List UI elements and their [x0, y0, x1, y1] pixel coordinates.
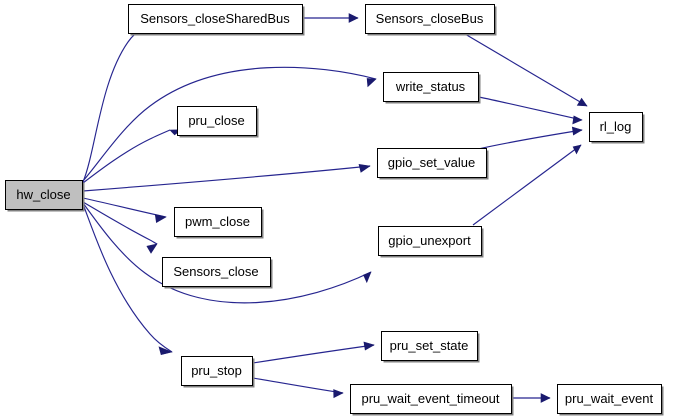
arrowhead-icon	[154, 214, 167, 223]
graph-node-pru_set_state[interactable]: pru_set_state	[381, 331, 480, 363]
node-label: write_status	[395, 79, 466, 94]
graph-node-pru_stop[interactable]: pru_stop	[181, 356, 255, 388]
call-edge-hw_close-to-pru_close	[82, 129, 183, 184]
node-box[interactable]	[128, 4, 303, 34]
node-label: pru_wait_event_timeout	[361, 391, 499, 406]
arrowhead-icon	[540, 393, 551, 403]
node-box[interactable]	[5, 180, 83, 210]
arrowhead-icon	[572, 144, 582, 155]
call-edge-hw_close-to-pru_stop	[82, 203, 173, 356]
node-box[interactable]	[377, 148, 487, 178]
arrowhead-icon	[363, 271, 372, 284]
call-edge-pru_stop-to-pru_set_state	[252, 341, 375, 364]
node-box[interactable]	[177, 106, 257, 136]
graph-node-gpio_set_value[interactable]: gpio_set_value	[377, 148, 489, 180]
call-edge-hw_close-to-Sensors_close	[82, 201, 158, 254]
graph-node-Sensors_closeBus[interactable]: Sensors_closeBus	[365, 4, 497, 36]
graph-node-Sensors_closeSharedBus[interactable]: Sensors_closeSharedBus	[128, 4, 305, 36]
node-label: pru_set_state	[390, 338, 469, 353]
graph-node-pru_wait_event[interactable]: pru_wait_event	[557, 384, 664, 416]
arrowhead-icon	[146, 243, 158, 254]
edge-line	[82, 201, 158, 245]
arrowhead-icon	[333, 389, 344, 399]
graph-node-hw_close[interactable]: hw_close	[5, 180, 85, 212]
call-edge-hw_close-to-gpio_set_value	[82, 164, 371, 192]
graph-node-pwm_close[interactable]: pwm_close	[174, 207, 264, 239]
node-box[interactable]	[557, 384, 662, 414]
node-box[interactable]	[350, 384, 512, 414]
call-edge-gpio_unexport-to-rl_log	[472, 144, 582, 226]
node-box[interactable]	[174, 207, 262, 237]
arrowhead-icon	[358, 164, 371, 173]
graph-node-Sensors_close[interactable]: Sensors_close	[162, 257, 273, 289]
graph-node-gpio_unexport[interactable]: gpio_unexport	[378, 226, 484, 258]
node-label: pru_wait_event	[565, 391, 654, 406]
edge-line	[464, 33, 588, 107]
edge-line	[252, 344, 375, 364]
edge-line	[82, 165, 371, 192]
node-box[interactable]	[589, 112, 643, 142]
node-box[interactable]	[381, 331, 478, 361]
graph-node-rl_log[interactable]: rl_log	[589, 112, 645, 144]
node-label: Sensors_closeSharedBus	[140, 11, 290, 26]
edges-layer	[82, 13, 588, 403]
node-box[interactable]	[378, 226, 482, 256]
call-edge-pru_stop-to-pru_wait_event_timeout	[252, 377, 344, 399]
call-edge-hw_close-to-write_status	[82, 66, 377, 182]
arrowhead-icon	[348, 13, 359, 23]
node-label: Sensors_closeBus	[376, 11, 484, 26]
edge-line	[472, 144, 582, 226]
edge-line	[82, 203, 173, 353]
node-label: gpio_set_value	[388, 155, 475, 170]
call-edge-pru_wait_event_timeout-to-pru_wait_event	[512, 393, 551, 403]
edge-line	[82, 129, 171, 184]
call-edge-gpio_set_value-to-rl_log	[477, 126, 583, 150]
edge-line	[252, 377, 344, 394]
node-label: pru_stop	[191, 363, 242, 378]
node-box[interactable]	[383, 72, 479, 102]
node-box[interactable]	[365, 4, 495, 34]
graph-node-write_status[interactable]: write_status	[383, 72, 481, 104]
node-box[interactable]	[181, 356, 253, 386]
edge-line	[82, 26, 146, 183]
edge-line	[477, 129, 583, 150]
arrowhead-icon	[363, 341, 375, 351]
arrowhead-icon	[571, 126, 583, 136]
node-box[interactable]	[162, 257, 271, 287]
call-edge-hw_close-to-Sensors_closeSharedBus	[82, 26, 157, 183]
graph-node-pru_close[interactable]: pru_close	[177, 106, 259, 138]
arrowhead-icon	[158, 346, 173, 356]
graph-node-pru_wait_event_timeout[interactable]: pru_wait_event_timeout	[350, 384, 514, 416]
arrowhead-icon	[572, 115, 583, 125]
edge-line	[82, 197, 167, 218]
node-label: Sensors_close	[173, 264, 258, 279]
node-label: hw_close	[16, 187, 70, 202]
call-edge-Sensors_closeSharedBus-to-Sensors_closeBus	[303, 13, 359, 23]
call-edge-write_status-to-rl_log	[478, 96, 583, 125]
node-label: pru_close	[188, 113, 244, 128]
node-label: rl_log	[600, 119, 632, 134]
arrowhead-icon	[576, 97, 588, 107]
call-edge-Sensors_closeBus-to-rl_log	[464, 33, 588, 107]
edge-line	[82, 66, 377, 182]
call-edge-hw_close-to-pwm_close	[82, 197, 167, 223]
arrowhead-icon	[366, 78, 377, 88]
node-label: gpio_unexport	[388, 233, 471, 248]
node-label: pwm_close	[185, 214, 250, 229]
edge-line	[478, 96, 583, 121]
